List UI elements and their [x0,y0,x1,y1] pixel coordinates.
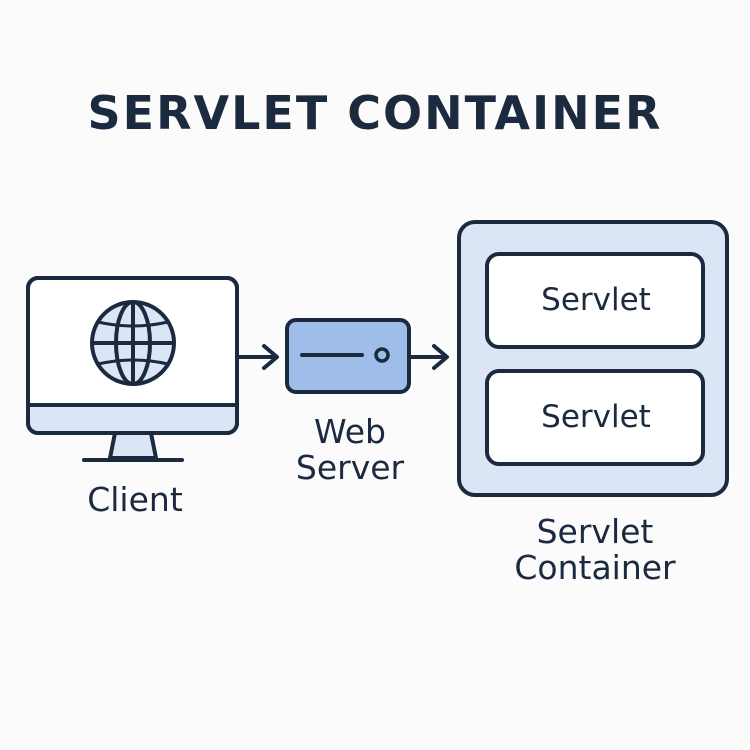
servlet-container-label-line1: Servlet [536,512,654,551]
servlet-label-2: Servlet [541,399,651,435]
servlet-container-label-line2: Container [514,548,676,587]
servlet-container-label: Servlet Container [460,514,730,586]
server-icon [285,318,411,394]
web-server-label: Web Server [255,414,445,486]
arrow-client-to-webserver [237,344,279,370]
monitor-stand [108,431,158,460]
globe-icon [90,300,176,386]
web-server-label-line1: Web [314,412,386,451]
monitor-bezel [30,405,235,431]
diagram-title: SERVLET CONTAINER [87,86,663,140]
web-server-label-line2: Server [295,448,405,487]
servlet-label-1: Servlet [541,282,651,318]
servlet-container-node [457,220,729,497]
servlet-box-1 [485,252,705,349]
arrow-webserver-to-container [409,344,449,370]
client-label: Client [87,480,183,519]
servlet-box-2 [485,369,705,466]
client-node [26,276,239,462]
